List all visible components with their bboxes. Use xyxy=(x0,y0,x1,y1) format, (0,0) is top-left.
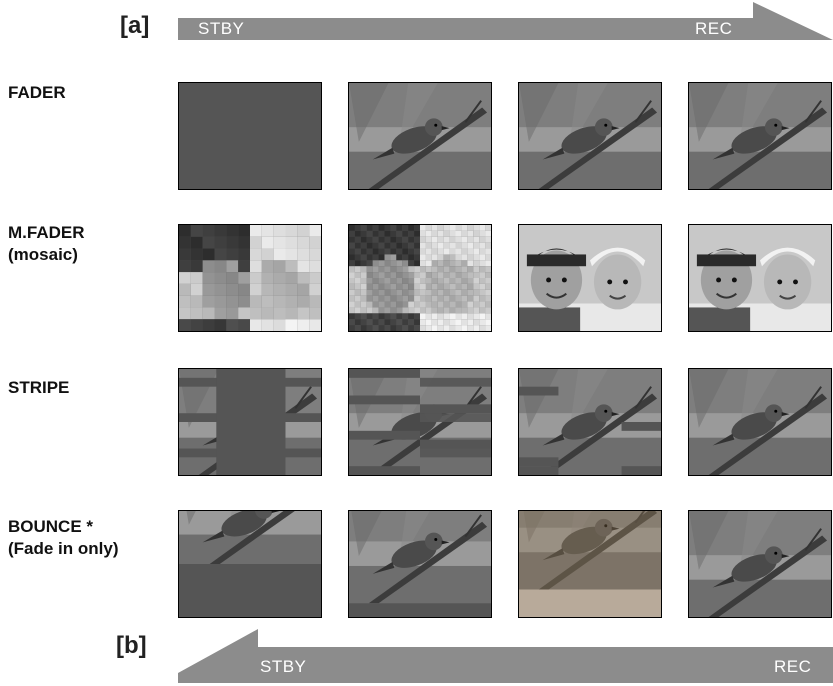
arrow-a-end-label: REC xyxy=(695,19,733,38)
row-label-stripe: STRIPE xyxy=(8,378,70,397)
effect-frame-row4-col2 xyxy=(348,510,492,618)
effect-frame-row2-col1 xyxy=(178,224,322,332)
effect-frame-row2-col2 xyxy=(348,224,492,332)
effect-frame-row3-col3 xyxy=(518,368,662,476)
effect-frame-row2-col4 xyxy=(688,224,832,332)
arrow-b-start-label: STBY xyxy=(260,657,307,676)
effect-frame-row4-col3 xyxy=(518,510,662,618)
arrow-a: STBY REC xyxy=(178,0,833,42)
effect-frame-row3-col2 xyxy=(348,368,492,476)
effect-frame-row3-col1 xyxy=(178,368,322,476)
arrow-a-start-label: STBY xyxy=(198,19,245,38)
row-label-mfader: M.FADER (mosaic) xyxy=(8,223,85,264)
effect-frame-row1-col4 xyxy=(688,82,832,190)
effect-frame-row4-col4 xyxy=(688,510,832,618)
marker-a: [a] xyxy=(120,12,150,39)
row-label-fader: FADER xyxy=(8,83,66,102)
effect-frame-row3-col4 xyxy=(688,368,832,476)
marker-b: [b] xyxy=(116,632,147,659)
effect-frame-row1-col2 xyxy=(348,82,492,190)
effect-frame-row2-col3 xyxy=(518,224,662,332)
row-label-bounce: BOUNCE * (Fade in only) xyxy=(8,517,119,558)
effect-frame-row1-col3 xyxy=(518,82,662,190)
arrow-b: STBY REC xyxy=(178,625,833,686)
effect-frame-row4-col1 xyxy=(178,510,322,618)
effect-frame-row1-col1 xyxy=(178,82,322,190)
arrow-b-end-label: REC xyxy=(774,657,812,676)
